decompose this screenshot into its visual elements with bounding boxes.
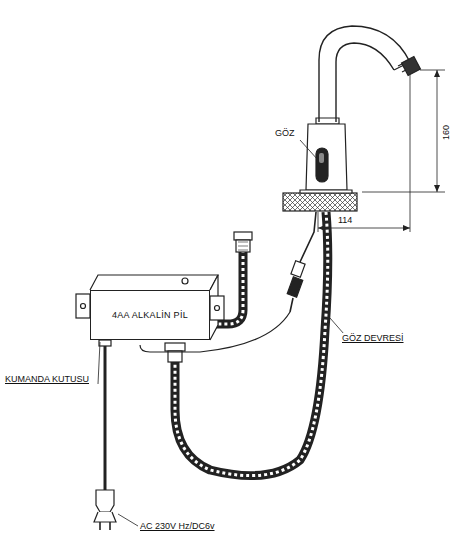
control-box: 4AA ALKALİN PİL <box>90 290 210 340</box>
part-label: 114 <box>337 215 353 226</box>
part-label: AC 230V Hz/DC6v <box>139 521 216 532</box>
part-label: GÖZ DEVRESİ <box>341 333 405 344</box>
box-label: 4AA ALKALİN PİL <box>112 310 188 320</box>
dimension-text: 160 <box>441 123 452 140</box>
part-label: KUMANDA KUTUSU <box>4 374 90 385</box>
part-label: GÖZ <box>274 128 296 139</box>
